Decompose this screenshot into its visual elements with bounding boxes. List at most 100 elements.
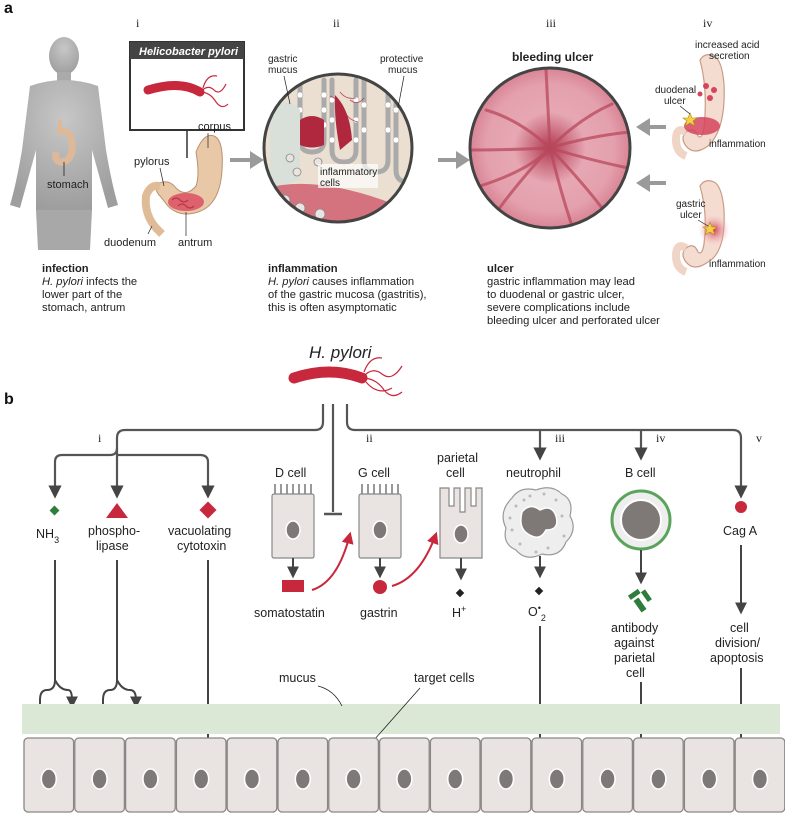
bleeding-ulcer-circle: bleeding ulcer bbox=[468, 50, 632, 230]
proton-marker bbox=[455, 588, 465, 598]
panel-b-numeral-v: v bbox=[756, 431, 762, 445]
g-cell-label: G cell bbox=[358, 466, 390, 480]
ulcer-line2: to duodenal or gastric ulcer, bbox=[487, 289, 624, 301]
g-cell: G cell gastrin bbox=[358, 466, 402, 620]
stomach-label: stomach bbox=[47, 179, 89, 191]
phospholipase-label-1: phospho- bbox=[88, 524, 140, 538]
panel-a-numeral-i: i bbox=[136, 16, 140, 30]
neutrophil-label: neutrophil bbox=[506, 466, 561, 480]
nh3-marker bbox=[49, 505, 60, 516]
target-cell-nucleus bbox=[446, 768, 464, 790]
panel-a-numeral-ii: ii bbox=[333, 16, 340, 30]
duodenal-ulcer-label-2: ulcer bbox=[664, 96, 686, 107]
cell-division-label-3: apoptosis bbox=[710, 651, 764, 665]
gastric-ulcer-label-1: gastric bbox=[676, 199, 705, 210]
cell-division-label-1: cell bbox=[730, 621, 749, 635]
progression-arrow-1 bbox=[230, 151, 264, 169]
target-cell-nucleus bbox=[345, 768, 362, 790]
mucus-layer bbox=[22, 704, 780, 734]
protective-mucus-label-1: protective bbox=[380, 54, 424, 65]
antibody-label-3: parietal bbox=[614, 651, 655, 665]
target-cell-nucleus bbox=[243, 768, 261, 790]
panel-b-numeral-iii: iii bbox=[555, 431, 566, 445]
panel-b-title: H. pylori bbox=[309, 343, 373, 362]
target-cell-nucleus bbox=[91, 768, 108, 790]
inflammation-label-top: inflammation bbox=[709, 139, 766, 150]
arrow-to-gastric bbox=[636, 174, 666, 192]
ulcer-caption: ulcer gastric inflammation may lead to d… bbox=[487, 263, 660, 327]
infection-line1-rest: infects the bbox=[83, 276, 137, 288]
nh3-text: NH bbox=[36, 527, 54, 541]
ulcer-line3: severe complications include bbox=[487, 302, 630, 314]
corpus-label: corpus bbox=[198, 121, 232, 133]
antibody-label-1: antibody bbox=[611, 621, 659, 635]
caga-label: Cag A bbox=[723, 524, 758, 538]
inflammation-label-bottom: inflammation bbox=[709, 259, 766, 270]
cytotoxin-label-2: cytotoxin bbox=[177, 539, 226, 553]
target-cell-nucleus bbox=[396, 768, 413, 790]
target-cells-label: target cells bbox=[414, 671, 474, 685]
neutrophil-cell: neutrophil O•2 bbox=[502, 466, 574, 767]
target-cell-nucleus bbox=[548, 768, 566, 790]
caga-marker bbox=[735, 501, 747, 513]
antrum-label: antrum bbox=[178, 237, 212, 249]
proton-text: H bbox=[452, 606, 461, 620]
inflammation-line1: H. pylori causes inflammation bbox=[268, 276, 414, 288]
hpylori-box-title: Helicobacter pylori bbox=[139, 46, 239, 58]
target-cell-nucleus bbox=[294, 768, 312, 790]
d-cell: D cell somatostatin bbox=[254, 466, 325, 620]
cell-division-label-2: division/ bbox=[715, 636, 761, 650]
target-cell-nucleus bbox=[142, 768, 159, 790]
infection-line1: H. pylori infects the bbox=[42, 276, 137, 288]
caga-pathway: Cag A cell division/ apoptosis bbox=[710, 501, 764, 767]
superoxide-marker bbox=[534, 586, 544, 596]
somatostatin-marker bbox=[282, 580, 304, 592]
target-cell-nucleus bbox=[40, 768, 58, 790]
inflammation-line1-rest: causes inflammation bbox=[309, 276, 414, 288]
parietal-cell-label-1: parietal bbox=[437, 451, 478, 465]
duodenal-ulcer-label-1: duodenal bbox=[655, 85, 696, 96]
inflammation-title: inflammation bbox=[268, 263, 338, 275]
target-cell-nucleus bbox=[700, 768, 718, 790]
proton-superscript: + bbox=[461, 604, 466, 614]
b-cell: B cell antibody against parietal cell bbox=[610, 466, 672, 767]
target-cell-nucleus bbox=[497, 768, 515, 790]
parietal-cell-label-2: cell bbox=[446, 466, 465, 480]
phospholipase-label-2: lipase bbox=[96, 539, 129, 553]
ulcer-line1: gastric inflammation may lead bbox=[487, 276, 635, 288]
antibody-label-2: against bbox=[614, 636, 655, 650]
nh3-label: NH3 bbox=[36, 527, 59, 545]
gastric-ulcer-label-2: ulcer bbox=[680, 210, 702, 221]
protective-mucus-label-2: mucus bbox=[388, 65, 417, 76]
panel-b-numeral-i: i bbox=[98, 431, 102, 445]
infection-line2: lower part of the bbox=[42, 289, 122, 301]
superoxide-dot: • bbox=[538, 603, 541, 613]
central-bacterium-icon bbox=[288, 357, 403, 397]
proton-label: H+ bbox=[452, 604, 466, 620]
nh3-subscript: 3 bbox=[54, 535, 59, 545]
mucus-label: mucus bbox=[279, 671, 316, 685]
hpylori-box: Helicobacter pylori bbox=[129, 41, 245, 158]
panel-a-numeral-iii: iii bbox=[546, 16, 557, 30]
parietal-cell: parietal cell H+ bbox=[437, 451, 483, 620]
somatostatin-label: somatostatin bbox=[254, 606, 325, 620]
pylorus-label: pylorus bbox=[134, 156, 170, 168]
infection-caption: infection H. pylori infects the lower pa… bbox=[42, 263, 137, 314]
superoxide-text: O bbox=[528, 605, 538, 619]
phospholipase-marker bbox=[106, 503, 128, 518]
d-cell-label: D cell bbox=[275, 466, 306, 480]
antibody-label-4: cell bbox=[626, 666, 645, 680]
cytotoxin-label-1: vacuolating bbox=[168, 524, 231, 538]
b-cell-label: B cell bbox=[625, 466, 656, 480]
stomach-diagram: corpus pylorus duodenum antrum bbox=[104, 121, 232, 249]
arrow-to-duodenal bbox=[636, 118, 666, 136]
progression-arrow-2 bbox=[438, 151, 470, 169]
gastric-mucus-label-2: mucus bbox=[268, 65, 297, 76]
inflammation-circle: gastric mucus protective mucus inflammat… bbox=[262, 54, 424, 224]
gastric-mucus-label-1: gastric bbox=[268, 54, 297, 65]
cytotoxin-marker bbox=[199, 501, 217, 519]
bleeding-ulcer-label: bleeding ulcer bbox=[512, 50, 594, 64]
panel-b-numeral-iv: iv bbox=[656, 431, 665, 445]
target-cell-nucleus bbox=[650, 768, 667, 790]
